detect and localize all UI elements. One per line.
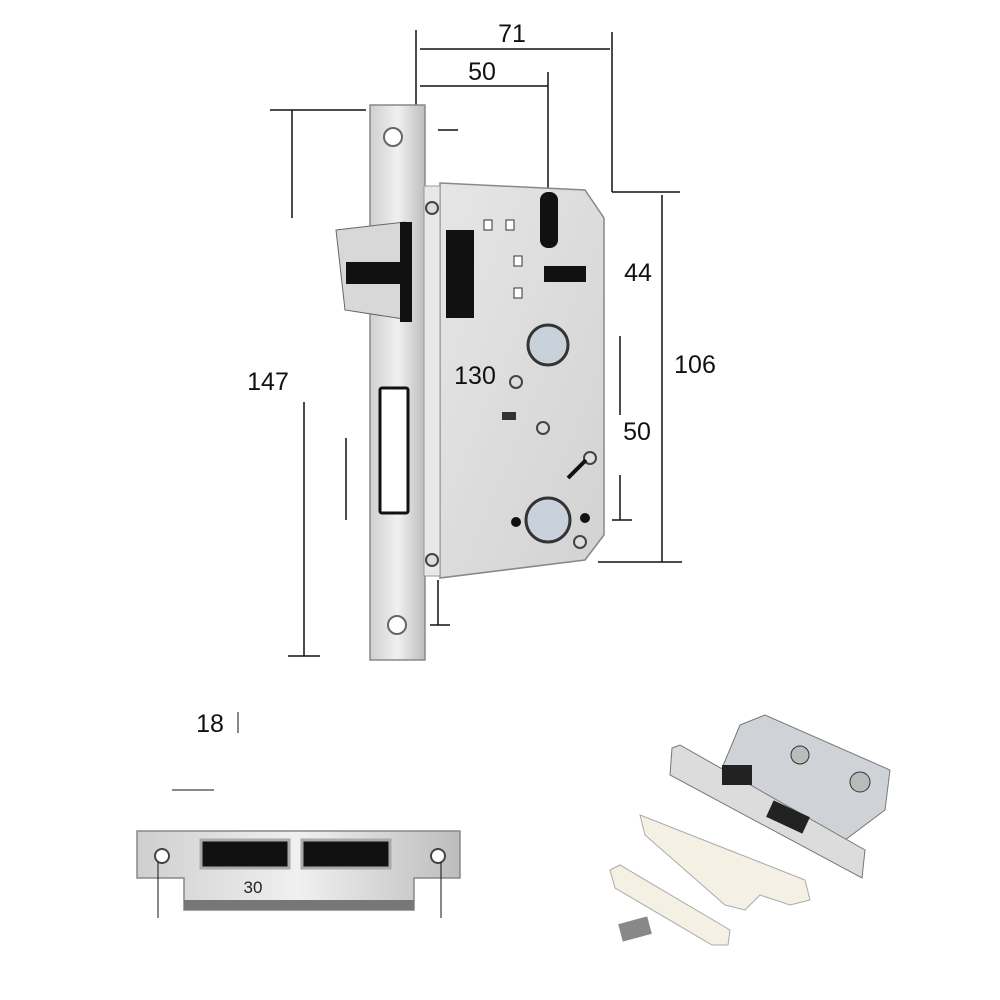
dim-147: 147 [247,368,289,396]
plastic-strike-box [639,814,811,911]
screws [618,916,652,942]
mortise-lock-body [335,104,605,661]
handle-spindle-hole [526,323,570,367]
cylinder-hole [524,496,572,544]
screw-hole-bottom [387,615,407,635]
plastic-spacer [609,864,731,946]
faceplate [369,104,426,661]
dim-71: 71 [498,20,526,48]
dimension-lines [270,30,682,657]
dim-130: 130 [454,362,496,390]
dim-50-top: 50 [468,58,496,86]
strike-plate [136,712,461,918]
dim-106: 106 [674,351,716,379]
strike-label-30: 30 [244,878,263,897]
product-photo [609,714,891,946]
dim-44: 44 [624,259,652,287]
dim-50-lower: 50 [623,418,651,446]
dim-18: 18 [196,710,224,738]
screw-hole-top [383,127,403,147]
deadbolt-slot [378,386,410,515]
